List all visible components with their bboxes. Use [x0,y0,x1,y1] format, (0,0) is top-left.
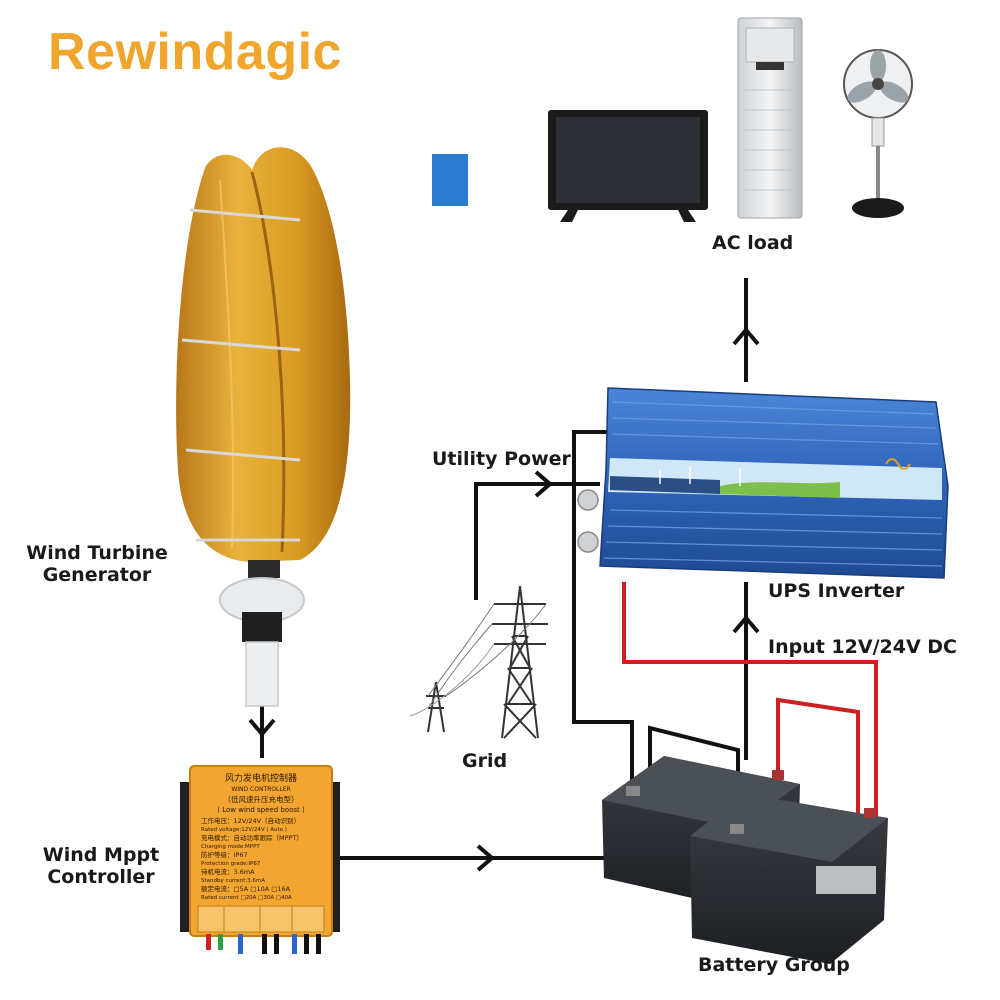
controller-title-en: WIND CONTROLLER [231,786,290,793]
wires [248,278,878,872]
wire-utility-power [474,482,600,600]
controller-voltage-en: Rated voltage:12V/24V ( Auto ) [201,827,287,833]
controller-current-en: Rated current □20A □30A □40A [201,895,292,901]
utility-power-label: Utility Power [432,448,571,470]
wind-mppt-label-line2: Controller [47,866,155,888]
controller-subtitle-en: ( Low wind speed boost ) [217,806,305,814]
controller-current-cn: 额定电流：□5A □10A □16A [201,884,291,893]
controller-standby-cn: 待机电流：3.6mA [201,867,255,876]
battery-group-label: Battery Group [698,954,850,976]
arrow-down-controller [248,718,276,738]
electric-fan-icon [843,49,913,218]
wind-turbine-icon [176,147,351,707]
wind-turbine-label-line1: Wind Turbine [26,542,168,564]
wind-mppt-controller-icon: 风力发电机控制器 WIND CONTROLLER （低风速升压充电型） ( Lo… [180,765,340,954]
wire-negative-loop [572,430,634,800]
arrow-up-acload [732,326,760,346]
grid-tower-icon [409,585,548,739]
arrow-right-utility [534,470,554,498]
ac-load-label: AC load [712,232,794,254]
controller-protect-en: Protection grade:IP67 [201,861,261,867]
air-conditioner-icon [737,17,803,219]
wire-positive-loop [622,582,878,816]
grid-label: Grid [462,750,508,772]
controller-subtitle-cn: （低风速升压充电型） [224,794,299,804]
wind-turbine-label: Wind Turbine Generator [22,542,172,586]
arrow-right-battery [476,844,496,872]
input-dc-label: Input 12V/24V DC [768,636,957,658]
controller-protect-cn: 防护等级：IP67 [201,850,248,859]
wind-turbine-label-line2: Generator [42,564,152,586]
controller-voltage-cn: 工作电压：12V/24V（自动识别） [201,816,300,825]
arrow-up-inverter [732,614,760,634]
television-icon [548,110,708,222]
controller-mode-en: Charging mode:MPPT [201,844,260,850]
controller-title-cn: 风力发电机控制器 [225,772,297,784]
brand-logo: Rewindagic [48,23,342,81]
wind-mppt-label: Wind Mppt Controller [26,844,176,888]
wind-mppt-label-line1: Wind Mppt [42,844,160,866]
ups-inverter-icon [577,387,949,579]
blue-square-icon [432,154,468,206]
ups-inverter-label: UPS Inverter [768,580,905,602]
battery-front-icon [690,794,888,964]
controller-standby-en: Standby current:3.6mA [201,878,265,884]
wire-positive-link [776,697,860,820]
controller-mode-cn: 充电模式：自动功率跟踪（MPPT） [201,833,303,842]
